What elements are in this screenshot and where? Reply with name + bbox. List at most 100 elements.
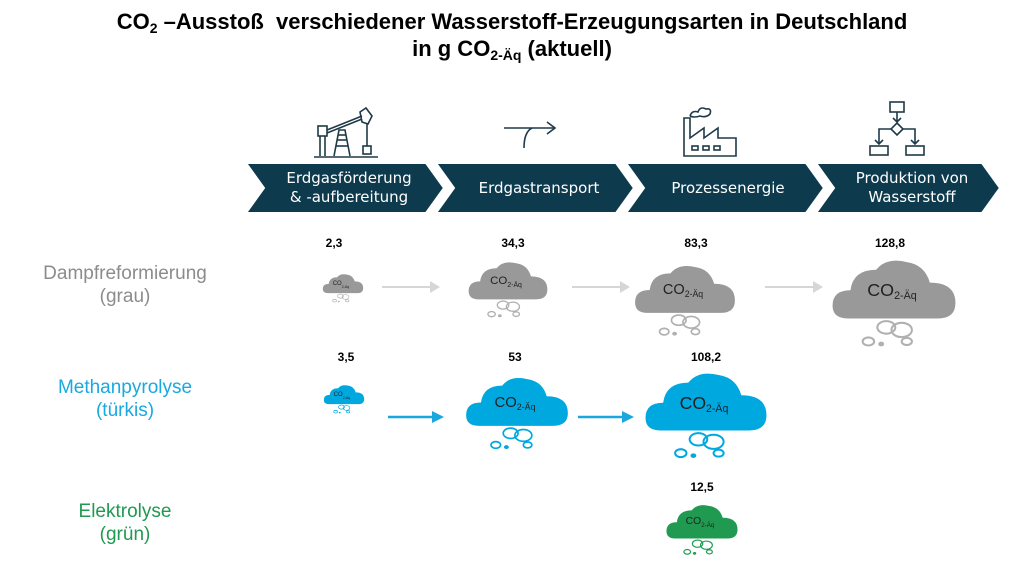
- cloud-label: CO2-Äq: [462, 395, 568, 411]
- stage-label-3: Prozessenergie: [671, 178, 785, 197]
- cloud-bubble: [342, 405, 351, 411]
- cloud-bubble: [672, 331, 677, 336]
- cloud-icon-grau-stage-4: [832, 260, 956, 347]
- cloud-bubble: [337, 293, 344, 299]
- cloud-bubble: [338, 404, 345, 410]
- chevron-stage-1: [244, 162, 446, 214]
- cloud-bubble: [683, 548, 692, 555]
- cloud-label-prefix: CO: [685, 516, 702, 528]
- cloud-icon-grau-stage-1: [322, 274, 364, 303]
- value-grau-stage-2: 34,3: [501, 236, 525, 250]
- cloud-body: [645, 373, 767, 431]
- cloud-label-sub: 2-Äq: [706, 403, 729, 416]
- value-tuerkis-stage-3: 108,2: [690, 350, 722, 364]
- cloud-bubble: [341, 294, 350, 300]
- cloud-icon-tuerkis-stage-1: [323, 385, 365, 414]
- cloud-bubble: [674, 448, 688, 459]
- cloud-bubble: [670, 314, 687, 327]
- cloud-bubble: [337, 300, 340, 303]
- cloud-bubble: [702, 433, 725, 451]
- cloud-bubble: [512, 310, 521, 317]
- cloud-label-sub: 2-Äq: [342, 395, 351, 400]
- cloud-icon-tuerkis-stage-2: [466, 378, 568, 450]
- cloud-bubble: [692, 551, 697, 555]
- cloud-bubble: [890, 321, 913, 338]
- cloud-label-prefix: CO: [494, 394, 517, 411]
- cloud-bubble: [503, 445, 509, 450]
- row-label-elektrolyse: Elektrolyse (grün): [78, 501, 172, 545]
- cloud-body: [666, 504, 738, 539]
- arrow-grau-1-2: [382, 281, 440, 293]
- cloud-label: CO2-Äq: [828, 280, 956, 301]
- cloud-bubble: [699, 540, 713, 550]
- cloud-icon-gruen-stage-3: [666, 504, 738, 555]
- cloud-bubble: [502, 427, 519, 440]
- cloud-body: [832, 260, 956, 319]
- cloud-label: CO2-Äq: [320, 280, 362, 289]
- cloud-bubble: [682, 315, 701, 329]
- cloud-label-prefix: CO: [490, 274, 508, 287]
- cloud-label: CO2-Äq: [321, 391, 363, 400]
- flowchart-icon: [869, 101, 925, 156]
- cloud-label: CO2-Äq: [663, 516, 737, 530]
- chevron-stage-4: [814, 162, 1002, 214]
- cloud-body: [466, 378, 568, 427]
- value-gruen-stage-3: 12,5: [690, 480, 714, 494]
- cloud-bubble: [658, 327, 670, 336]
- stage-label-2: Erdgastransport: [478, 178, 600, 197]
- process-chevron-bar: Erdgasförderung& -aufbereitung Erdgastra…: [244, 160, 1004, 216]
- title-line-2: in g CO2-Äq (aktuell): [412, 36, 612, 63]
- value-grau-stage-1: 2,3: [325, 236, 343, 250]
- arrow-curve-icon: [504, 121, 557, 149]
- arrow-grau-2-3: [572, 281, 630, 293]
- cloud-bubble: [900, 336, 913, 346]
- cloud-bubble: [338, 411, 341, 414]
- cloud-bubble: [876, 319, 897, 335]
- cloud-bubble: [691, 539, 704, 548]
- cloud-bubble: [333, 410, 338, 414]
- cloud-body: [468, 262, 548, 300]
- cloud-label: CO2-Äq: [631, 282, 735, 298]
- cloud-icon-grau-stage-2: [468, 262, 548, 318]
- cloud-bubble: [878, 341, 885, 347]
- cloud-bubble: [705, 548, 713, 555]
- cloud-bubble: [690, 453, 697, 459]
- cloud-label-sub: 2-Äq: [341, 284, 350, 289]
- arrow-grau-3-4: [765, 281, 823, 293]
- cloud-body: [635, 265, 735, 313]
- chevron-shapes: [244, 162, 1002, 214]
- cloud-label-prefix: CO: [332, 280, 342, 287]
- value-tuerkis-stage-2: 53: [508, 350, 522, 364]
- cloud-bubble: [345, 299, 350, 303]
- arrow-tuerkis-2-3: [578, 411, 634, 423]
- value-grau-stage-4: 128,8: [874, 236, 906, 250]
- cloud-bubble: [514, 429, 533, 443]
- cloud-label-sub: 2-Äq: [701, 522, 715, 530]
- cloud-label-prefix: CO: [679, 393, 707, 414]
- cloud-bubble: [332, 299, 337, 303]
- cloud-icon-tuerkis-stage-3: [645, 373, 767, 459]
- row-label-dampfreformierung: Dampfreformierung (grau): [43, 263, 207, 307]
- value-tuerkis-stage-1: 3,5: [337, 350, 355, 364]
- arrow-tuerkis-1-2: [388, 411, 444, 423]
- page-title: CO2 –Ausstoß verschiedener Wasserstoff-E…: [0, 8, 1024, 62]
- cloud-body: [322, 274, 364, 294]
- cloud-bubble: [690, 327, 701, 336]
- cloud-label: CO2-Äq: [465, 274, 547, 289]
- cloud-bubble: [497, 313, 502, 317]
- cloud-icon-grau-stage-3: [635, 265, 735, 336]
- cloud-label-sub: 2-Äq: [507, 281, 522, 289]
- factory-icon: [683, 107, 737, 157]
- stage-label-1: Erdgasförderung& -aufbereitung: [286, 169, 412, 206]
- oil-pump-icon: [314, 106, 378, 158]
- cloud-bubble: [487, 310, 496, 318]
- cloud-bubble: [688, 432, 709, 447]
- cloud-label-prefix: CO: [333, 391, 343, 398]
- row-label-methanpyrolyse: Methanpyrolyse (türkis): [57, 377, 193, 421]
- value-grau-stage-3: 83,3: [684, 236, 708, 250]
- cloud-bubble: [496, 300, 510, 310]
- cloud-bubble: [712, 448, 725, 458]
- cloud-label-sub: 2-Äq: [684, 288, 704, 299]
- cloud-label-sub: 2-Äq: [516, 401, 536, 412]
